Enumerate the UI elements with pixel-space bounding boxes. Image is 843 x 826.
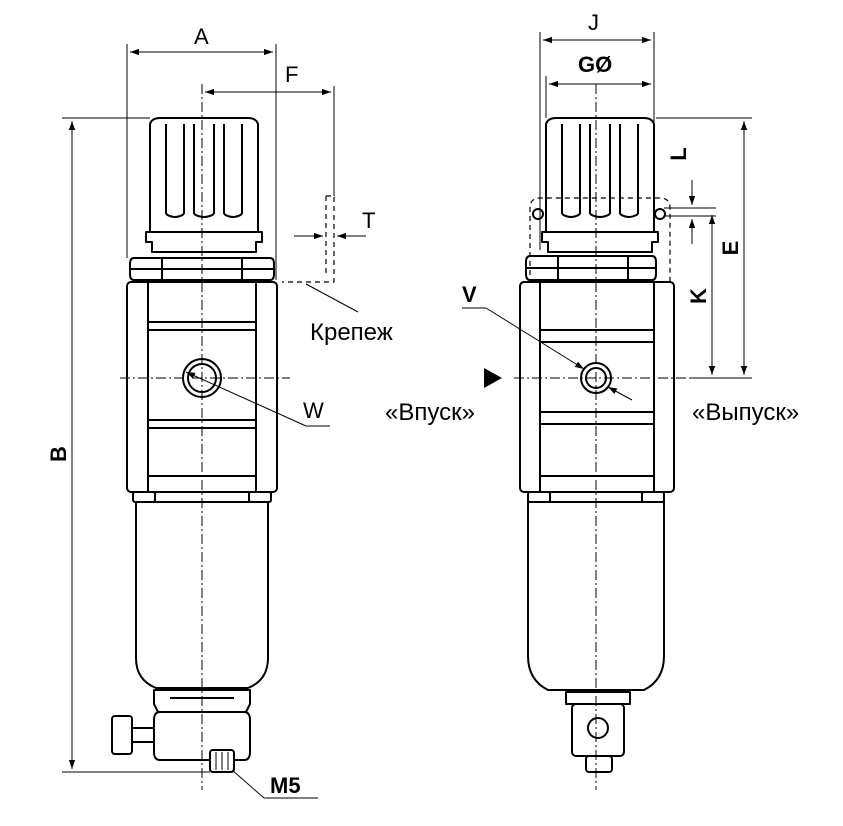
side-view: J GØ L E K V «Впуск» «Выпуск» — [385, 10, 799, 790]
dim-b-label: B — [46, 446, 71, 462]
dim-w-label: W — [303, 398, 324, 423]
dim-e-label: E — [718, 241, 743, 256]
flow-direction-icon — [484, 368, 502, 388]
front-view: A F T Крепеж W B M5 — [46, 24, 393, 799]
dim-a-label: A — [194, 24, 209, 49]
outlet-label: «Выпуск» — [692, 399, 799, 426]
front-drain — [111, 711, 251, 773]
dim-g-label: GØ — [578, 52, 612, 77]
dim-j-label: J — [588, 10, 599, 35]
dim-t-label: T — [362, 208, 375, 233]
front-knob — [149, 117, 259, 233]
side-drain — [571, 703, 625, 773]
side-knob — [545, 117, 655, 233]
dim-f-label: F — [285, 62, 298, 87]
inlet-label: «Впуск» — [385, 399, 475, 426]
dim-v-label: V — [462, 282, 477, 307]
front-neck — [145, 231, 263, 253]
dim-m5-label: M5 — [270, 773, 301, 798]
dim-k-label: K — [686, 288, 711, 304]
mount-label: Крепеж — [310, 319, 393, 346]
mount-bracket — [282, 195, 335, 283]
side-body — [519, 281, 675, 503]
dim-l-label: L — [666, 147, 691, 160]
